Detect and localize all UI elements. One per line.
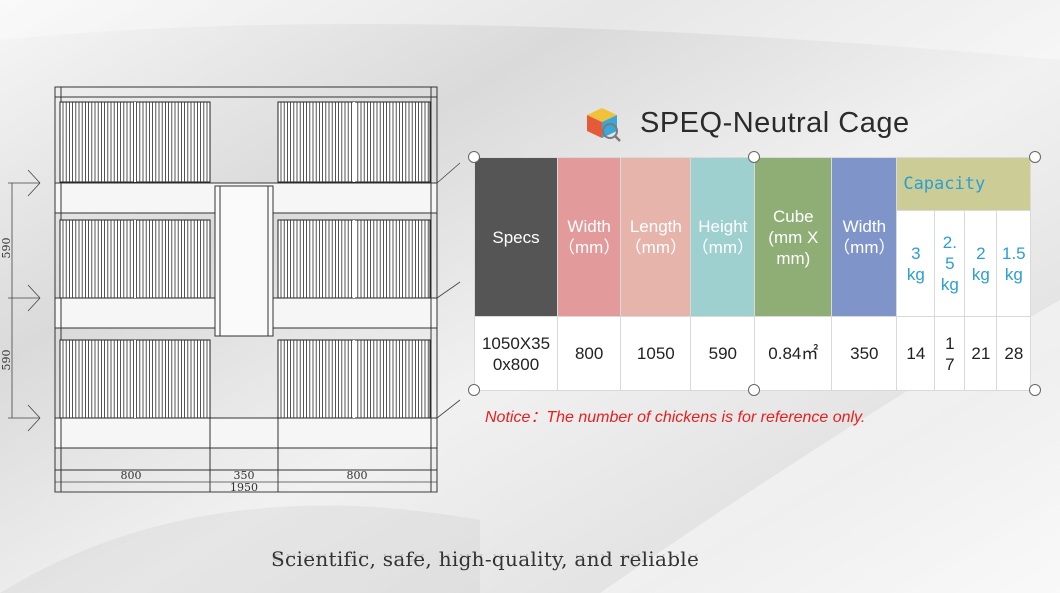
header-cube: Cube (mm X mm) [754,157,833,317]
dim-bottom-2: 350 [234,469,255,482]
header-width-2: Width （mm） [831,157,898,317]
slide-title: SPEQ-Neutral Cage [640,106,910,139]
cell-length: 1050 [620,316,692,391]
header-length: Length （mm） [620,157,692,317]
notice-text: Notice：The number of chickens is for ref… [485,409,866,426]
header-cap-3kg: 3 kg [896,210,936,317]
header-capacity: Capacity [896,157,1032,211]
cell-cube: 0.84㎡ [754,316,833,391]
resize-handle-top-middle[interactable] [748,151,760,163]
dim-left-top: 590 [0,238,13,259]
resize-handle-bottom-middle[interactable] [748,384,760,396]
cell-cap-2kg: 21 [964,316,998,391]
cell-specs: 1050X35 0x800 [474,316,558,391]
cell-height: 590 [690,316,756,391]
header-specs: Specs [474,157,558,317]
dim-total: 1950 [230,481,258,494]
header-width: Width （mm） [556,157,622,317]
dim-bottom-1: 800 [121,469,142,482]
header-cap-2-5kg: 2. 5 kg [934,210,966,317]
dim-left-bottom: 590 [0,350,13,371]
resize-handle-top-left[interactable] [468,151,480,163]
slogan-reflection: Scientific, safe, high-quality, and reli… [271,554,700,566]
spec-table: Specs Width （mm） Length （mm） Height （mm）… [474,157,1032,391]
cell-cap-2-5kg: 1 7 [934,316,966,391]
slogan: Scientific, safe, high-quality, and reli… [271,547,700,571]
cage-drawing: 590 590 800 350 800 1950 [0,86,461,494]
resize-handle-top-right[interactable] [1029,151,1041,163]
cell-width: 800 [556,316,622,391]
title-group: SPEQ-Neutral Cage [582,103,910,143]
cell-width-2: 350 [831,316,898,391]
dim-bottom-3: 800 [347,469,368,482]
cell-cap-1-5kg: 28 [996,316,1032,391]
header-cap-1-5kg: 1.5 kg [996,210,1032,317]
header-cap-2kg: 2 kg [964,210,998,317]
resize-handle-bottom-right[interactable] [1029,384,1041,396]
resize-handle-bottom-left[interactable] [468,384,480,396]
cell-cap-3kg: 14 [896,316,936,391]
colored-cube-icon [587,108,621,142]
header-height: Height （mm） [690,157,756,317]
